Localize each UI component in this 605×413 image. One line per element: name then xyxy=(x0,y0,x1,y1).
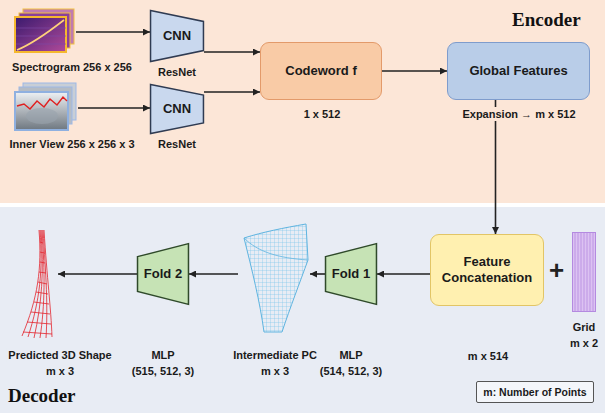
arrow-connector xyxy=(377,273,430,275)
decoder-panel: DecoderPredicted 3D Shapem x 3Fold 2MLP(… xyxy=(0,207,605,413)
fold-mlp: Fold 1MLP(514, 512, 3) xyxy=(325,243,377,305)
arrow-connector xyxy=(310,273,325,275)
caption-text: MLP xyxy=(337,348,364,362)
caption-text: Intermediate PC xyxy=(231,348,319,362)
caption-text: m x 3 xyxy=(44,364,76,378)
predicted-shape-image-drawing xyxy=(18,228,58,340)
panel-title: Decoder xyxy=(8,385,76,407)
caption-text: Spectrogram 256 x 256 xyxy=(10,60,134,74)
caption-text: m x 3 xyxy=(259,364,291,378)
codeword-box: Codeword f1 x 512 xyxy=(260,42,382,100)
caption-text: Grid xyxy=(571,320,598,334)
cnn-encoder: CNNResNet xyxy=(150,84,204,134)
plus-sign: + xyxy=(549,256,564,284)
caption-text: ResNet xyxy=(156,137,198,151)
spectrogram-image-drawing xyxy=(14,8,76,54)
cnn-encoder: CNNResNet xyxy=(150,10,204,62)
concat-box: Feature Concatenationm x 514 xyxy=(430,234,544,306)
caption-text: Expansion → m x 512 xyxy=(460,107,577,121)
caption-text: Inner View 256 x 256 x 3 xyxy=(7,137,136,151)
arrow-connector xyxy=(189,273,238,275)
node-label: Feature Concatenation xyxy=(437,254,537,285)
point-cloud-image: Intermediate PCm x 3 xyxy=(238,222,310,334)
inner-view-image-drawing xyxy=(14,82,78,132)
node-label: m: Number of Points xyxy=(483,386,586,399)
point-cloud-image-drawing xyxy=(238,222,310,334)
caption-text: 1 x 512 xyxy=(302,107,343,121)
node-label: Global Features xyxy=(469,63,567,79)
caption-text: (514, 512, 3) xyxy=(318,364,384,378)
node-label: Fold 2 xyxy=(144,266,182,282)
node-label: CNN xyxy=(163,28,191,44)
fold-mlp: Fold 2MLP(515, 512, 3) xyxy=(137,243,189,305)
node-label: CNN xyxy=(163,101,191,117)
caption-text: m x 2 xyxy=(568,336,600,350)
predicted-shape-image: Predicted 3D Shapem x 3 xyxy=(18,228,58,340)
panel-title: Encoder xyxy=(512,9,581,31)
grid-image: Gridm x 2 xyxy=(572,232,596,312)
grid-image-drawing xyxy=(572,232,596,312)
arrow-connector xyxy=(204,51,260,53)
caption-text: Predicted 3D Shape xyxy=(6,348,113,362)
caption-text: m x 514 xyxy=(466,349,510,363)
encoder-band xyxy=(0,0,605,203)
caption-text: (515, 512, 3) xyxy=(130,364,196,378)
note-box: m: Number of Points xyxy=(476,381,594,403)
caption-text: MLP xyxy=(149,348,176,362)
arrow-connector xyxy=(76,31,150,33)
arrow-connector xyxy=(204,91,260,93)
arrow-connector xyxy=(58,273,137,275)
caption-text: ResNet xyxy=(156,65,198,79)
arrow-connector xyxy=(382,70,447,72)
node-label: Codeword f xyxy=(285,63,357,79)
encoder-panel: EncoderSpectrogram 256 x 256CNNResNetInn… xyxy=(0,0,605,203)
inner-view-image: Inner View 256 x 256 x 3 xyxy=(14,82,78,132)
node-label: Fold 1 xyxy=(332,266,370,282)
arrow-connector xyxy=(78,107,150,109)
spectrogram-image: Spectrogram 256 x 256 xyxy=(14,8,76,54)
global-features-box: Global FeaturesExpansion → m x 512 xyxy=(447,42,590,100)
